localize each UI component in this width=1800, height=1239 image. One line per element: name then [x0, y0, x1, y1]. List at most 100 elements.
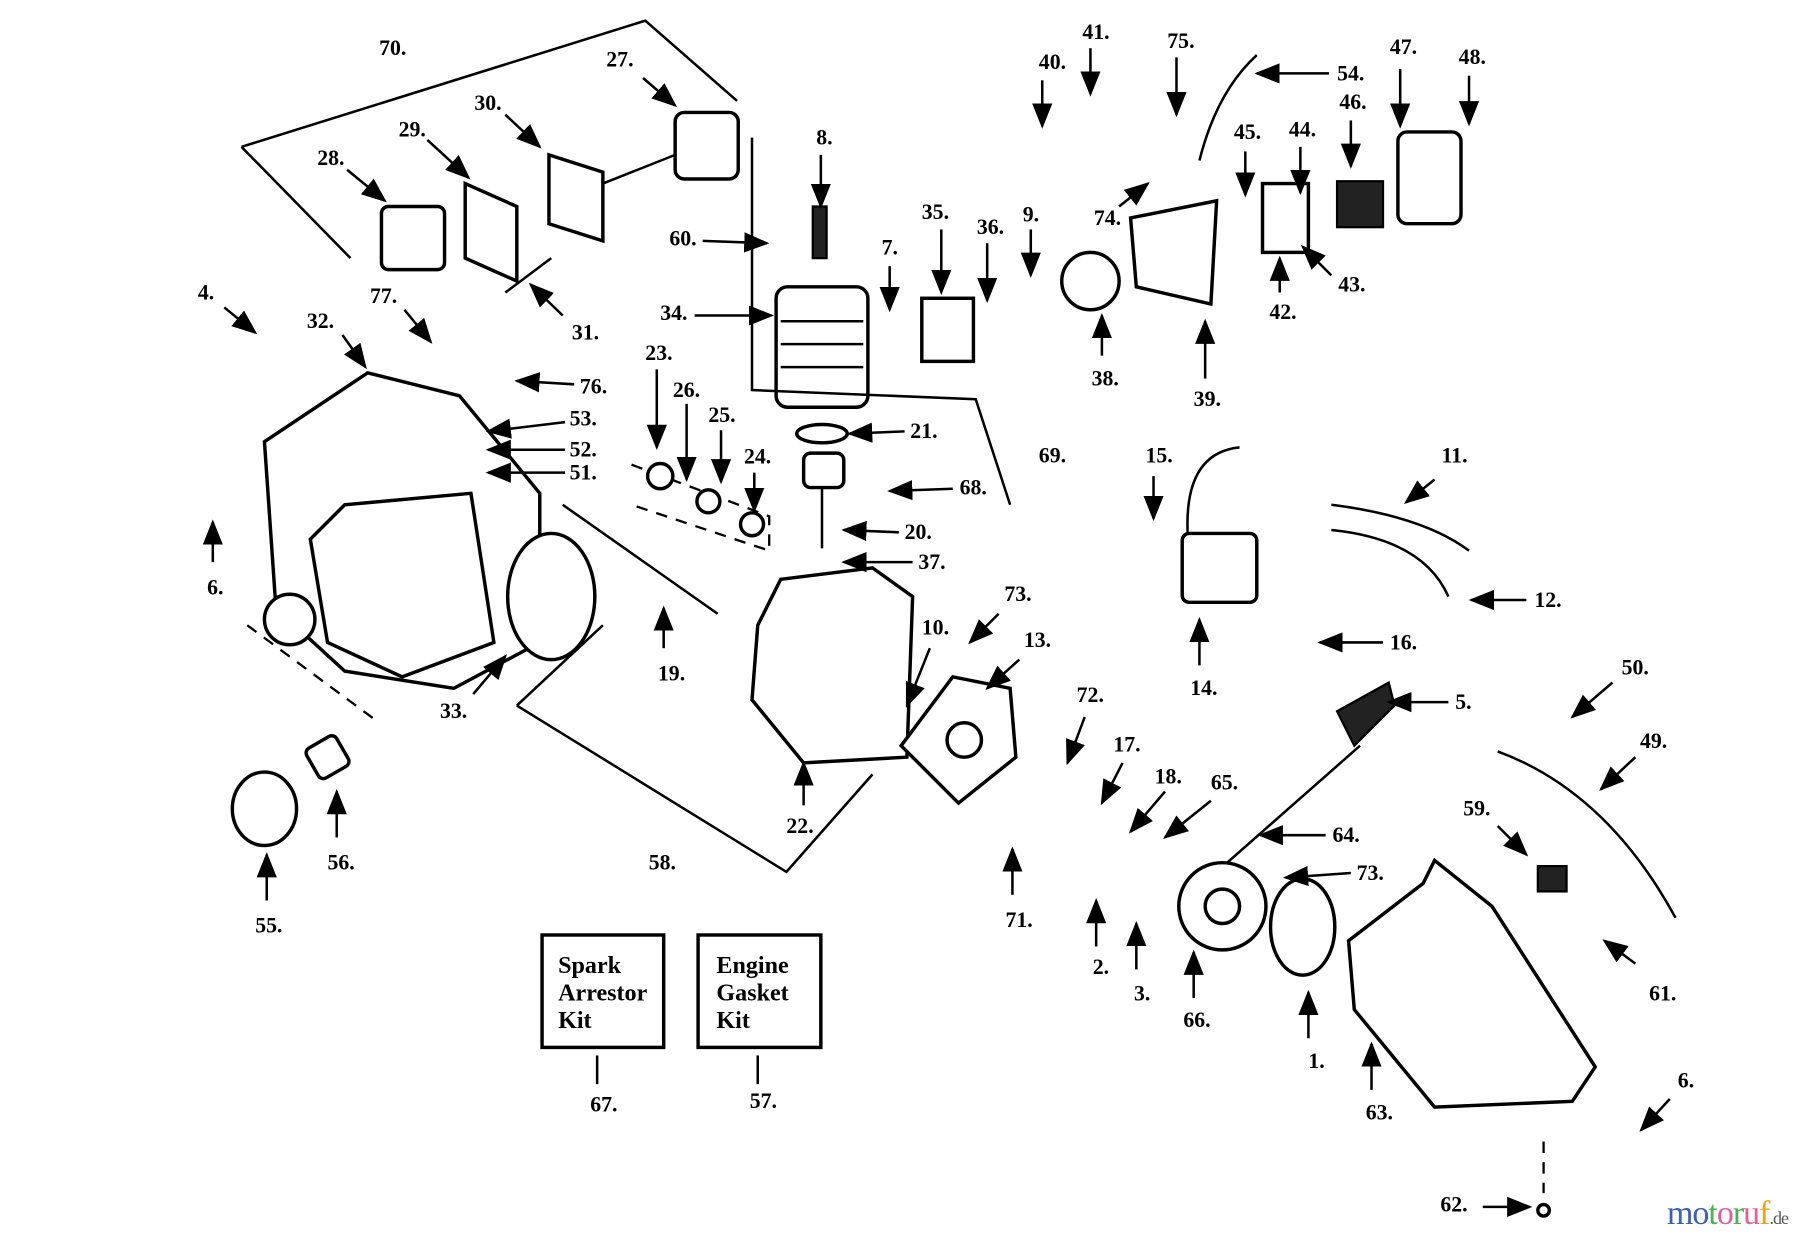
- callout-label-30: 30.: [474, 91, 501, 115]
- callout-label-72: 72.: [1077, 683, 1104, 707]
- callout-label-34: 34.: [660, 301, 687, 325]
- fuel-tank-part: [308, 491, 496, 679]
- starter-handle-part: [1335, 680, 1396, 748]
- watermark-letter: f: [1759, 1195, 1770, 1232]
- callout-label-43: 43.: [1338, 272, 1365, 296]
- callout-label-46: 46.: [1339, 90, 1366, 114]
- callout-label-25: 25.: [708, 403, 735, 427]
- callout-label-26: 26.: [673, 378, 700, 402]
- watermark-letter: r: [1732, 1195, 1744, 1232]
- callout-arrow-49: [1599, 756, 1637, 792]
- crankcase-part: [750, 566, 915, 765]
- ignition-coil-part: [1180, 531, 1259, 605]
- callout-label-75: 75.: [1167, 29, 1194, 53]
- callout-arrow-21: [847, 422, 905, 443]
- callout-label-65: 65.: [1211, 770, 1238, 794]
- callout-label-39: 39.: [1194, 387, 1221, 411]
- callout-label-32: 32.: [307, 309, 334, 333]
- kit-label-line: Spark: [558, 953, 622, 979]
- callout-arrow-72: [1066, 716, 1086, 766]
- watermark-letter: o: [1692, 1195, 1709, 1232]
- wire-12-part: [1331, 528, 1450, 598]
- filter-cover-part: [673, 110, 740, 181]
- kit-label-line: Engine: [716, 953, 789, 979]
- callout-arrow-53: [485, 418, 566, 439]
- callout-arrow-73: [1282, 865, 1351, 887]
- motoruf-watermark: motoruf.de: [1666, 1195, 1789, 1233]
- callout-arrow-77: [403, 308, 433, 344]
- callout-label-36: 36.: [977, 215, 1004, 239]
- callout-label-2: 2.: [1093, 955, 1109, 979]
- callout-label-67: 67.: [590, 1093, 617, 1117]
- callout-arrow-29: [426, 139, 471, 180]
- air-box-part: [1128, 198, 1219, 307]
- crankshaft-part: [561, 503, 719, 615]
- parts-drawings: [230, 19, 1677, 1218]
- callout-label-3: 3.: [1134, 981, 1150, 1005]
- watermark-letter: u: [1743, 1195, 1760, 1232]
- callout-label-61: 61.: [1649, 981, 1676, 1005]
- callout-label-38: 38.: [1092, 366, 1119, 390]
- callout-label-19: 19.: [658, 661, 685, 685]
- callout-label-6: 6.: [207, 575, 223, 599]
- callout-label-22: 22.: [786, 814, 813, 838]
- watermark-letter: m: [1666, 1195, 1693, 1232]
- cylinder-part: [774, 285, 870, 409]
- callout-arrow-11: [1403, 478, 1436, 505]
- callout-label-8: 8.: [816, 126, 832, 150]
- callout-label-35: 35.: [922, 200, 949, 224]
- callout-label-73: 73.: [1004, 582, 1031, 606]
- callout-label-9: 9.: [1023, 202, 1039, 226]
- callout-label-54: 54.: [1337, 61, 1364, 85]
- callout-label-41: 41.: [1082, 20, 1109, 44]
- callout-label-27: 27.: [606, 48, 633, 72]
- air-filter-part: [379, 204, 447, 272]
- kit-label-line: Arrestor: [558, 980, 647, 1006]
- filter-46-part: [1335, 180, 1385, 229]
- callout-label-64: 64.: [1333, 823, 1360, 847]
- spark-plug-part: [811, 205, 828, 260]
- callout-label-28: 28.: [317, 146, 344, 170]
- callout-label-71: 71.: [1006, 908, 1033, 932]
- watermark-letter: o: [1716, 1195, 1734, 1232]
- spring-part: [1268, 877, 1337, 977]
- callout-arrow-20: [841, 520, 899, 542]
- callout-label-48: 48.: [1459, 45, 1486, 69]
- pulley-part: [262, 592, 317, 647]
- kit-bracket-69: [750, 137, 1012, 506]
- callout-label-5: 5.: [1455, 690, 1471, 714]
- spark-arrestor-part: [304, 734, 351, 781]
- callout-label-44: 44.: [1289, 118, 1316, 142]
- callout-arrow-59: [1496, 825, 1529, 857]
- callout-label-1: 1.: [1308, 1049, 1324, 1073]
- callout-label-57: 57.: [750, 1089, 777, 1113]
- callout-arrows: [202, 48, 1671, 1217]
- callout-label-73: 73.: [1357, 861, 1384, 885]
- wire-11-part: [1331, 503, 1470, 552]
- callout-label-17: 17.: [1113, 732, 1140, 756]
- callout-label-53: 53.: [570, 407, 597, 431]
- callout-arrow-6: [1639, 1098, 1671, 1132]
- carburetor-part: [1060, 250, 1121, 312]
- engine-gasket-kit-box: [696, 933, 823, 1050]
- kit-bracket-58: [515, 624, 874, 874]
- callout-arrow-65: [1163, 799, 1212, 840]
- callout-label-70: 70.: [379, 36, 406, 60]
- hose-54-part: [1198, 54, 1258, 161]
- spark-arrestor-kit-box: [540, 933, 666, 1050]
- kit-label-line: Kit: [716, 1008, 749, 1034]
- callout-arrow-60: [702, 232, 770, 253]
- callout-arrow-28: [346, 168, 387, 203]
- callout-label-45: 45.: [1234, 120, 1261, 144]
- callout-label-49: 49.: [1640, 729, 1667, 753]
- gasket-part: [505, 531, 597, 662]
- gasket-45-part: [1260, 181, 1311, 255]
- callout-label-24: 24.: [744, 444, 771, 468]
- callout-label-12: 12.: [1534, 588, 1561, 612]
- callout-label-76: 76.: [580, 374, 607, 398]
- callout-arrow-50: [1570, 681, 1614, 719]
- callout-label-31: 31.: [572, 321, 599, 345]
